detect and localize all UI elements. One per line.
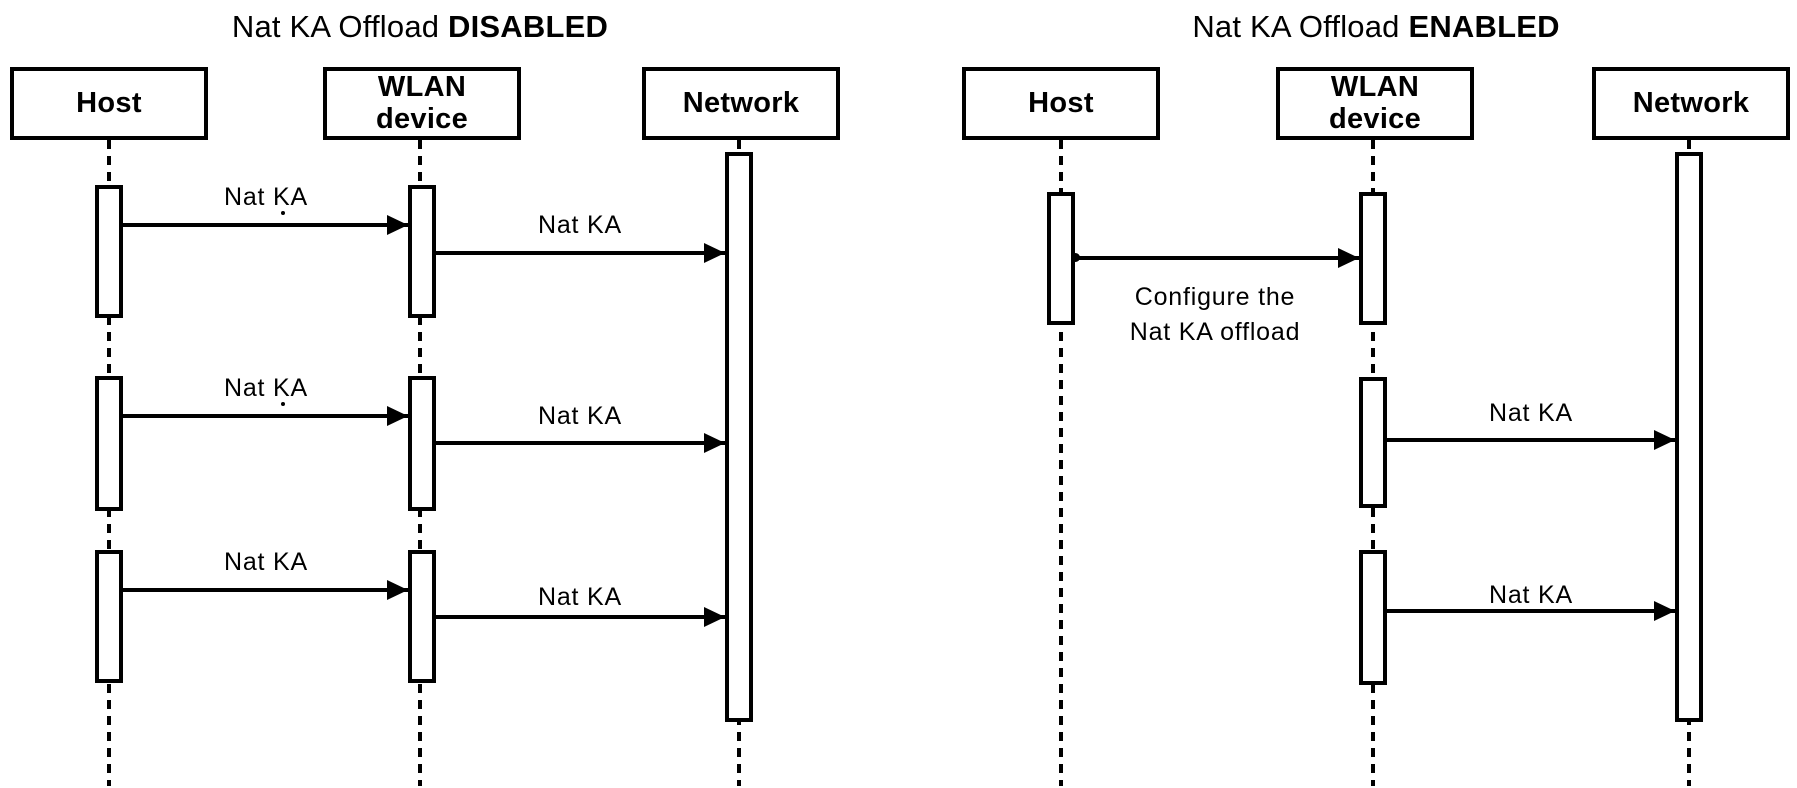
arrow-host-to-wlan-configure [1075, 248, 1359, 268]
activation-bar-network [725, 152, 753, 722]
actor-box-host: Host [10, 67, 208, 140]
diagram-title-prefix: Nat KA Offload [231, 9, 449, 44]
activation-bar-host-1 [95, 185, 123, 318]
actor-box-wlan-device: WLAN device [323, 67, 521, 140]
message-label-natka: Nat KA [1489, 581, 1573, 609]
artifact-dot [281, 211, 285, 215]
actor-box-network: Network [1592, 67, 1790, 140]
arrow-host-to-wlan-3 [123, 580, 408, 600]
diagram-title: Nat KA Offload ENABLED [1192, 9, 1559, 45]
actor-box-wlan-device: WLAN device [1276, 67, 1474, 140]
message-label-natka: Nat KA [224, 183, 308, 211]
activation-bar-wlan-2 [408, 376, 436, 511]
arrow-wlan-to-network-2 [1387, 601, 1675, 621]
actor-box-network: Network [642, 67, 840, 140]
activation-bar-wlan-3 [408, 550, 436, 683]
arrowhead-right-icon [704, 433, 725, 453]
activation-bar-host-3 [95, 550, 123, 683]
message-label-natka: Nat KA [538, 583, 622, 611]
message-label-natka: Nat KA [538, 402, 622, 430]
diagram-title-prefix: Nat KA Offload [1192, 9, 1409, 44]
message-label-natka: Nat KA [1489, 399, 1573, 427]
arrow-wlan-to-network-1 [1387, 430, 1675, 450]
arrowhead-right-icon [387, 580, 408, 600]
artifact-dot [281, 402, 285, 406]
message-label-natka: Nat KA [224, 548, 308, 576]
arrow-host-to-wlan-2 [123, 406, 408, 426]
arrowhead-right-icon [387, 406, 408, 426]
arrow-host-to-wlan-1 [123, 215, 408, 235]
activation-bar-wlan-3 [1359, 550, 1387, 685]
arrow-wlan-to-network-3 [436, 607, 725, 627]
activation-bar-network [1675, 152, 1703, 722]
arrowhead-right-icon [704, 243, 725, 263]
message-label-configure-offload: Configure the Nat KA offload [1129, 283, 1301, 346]
message-origin-dot [1071, 253, 1080, 262]
activation-bar-host-2 [95, 376, 123, 511]
arrowhead-right-icon [1654, 601, 1675, 621]
lifeline-host [1059, 140, 1063, 786]
diagram-title: Nat KA Offload DISABLED [232, 9, 608, 45]
diagram-title-emphasis: ENABLED [1408, 9, 1560, 44]
arrowhead-right-icon [1338, 248, 1359, 268]
arrowhead-right-icon [1654, 430, 1675, 450]
actor-box-host: Host [962, 67, 1160, 140]
diagram-title-emphasis: DISABLED [448, 9, 609, 44]
activation-bar-wlan-1 [1359, 192, 1387, 325]
activation-bar-wlan-1 [408, 185, 436, 318]
arrowhead-right-icon [387, 215, 408, 235]
activation-bar-wlan-2 [1359, 377, 1387, 508]
arrowhead-right-icon [704, 607, 725, 627]
arrow-wlan-to-network-1 [436, 243, 725, 263]
message-label-natka: Nat KA [224, 374, 308, 402]
arrow-wlan-to-network-2 [436, 433, 725, 453]
message-label-natka: Nat KA [538, 211, 622, 239]
